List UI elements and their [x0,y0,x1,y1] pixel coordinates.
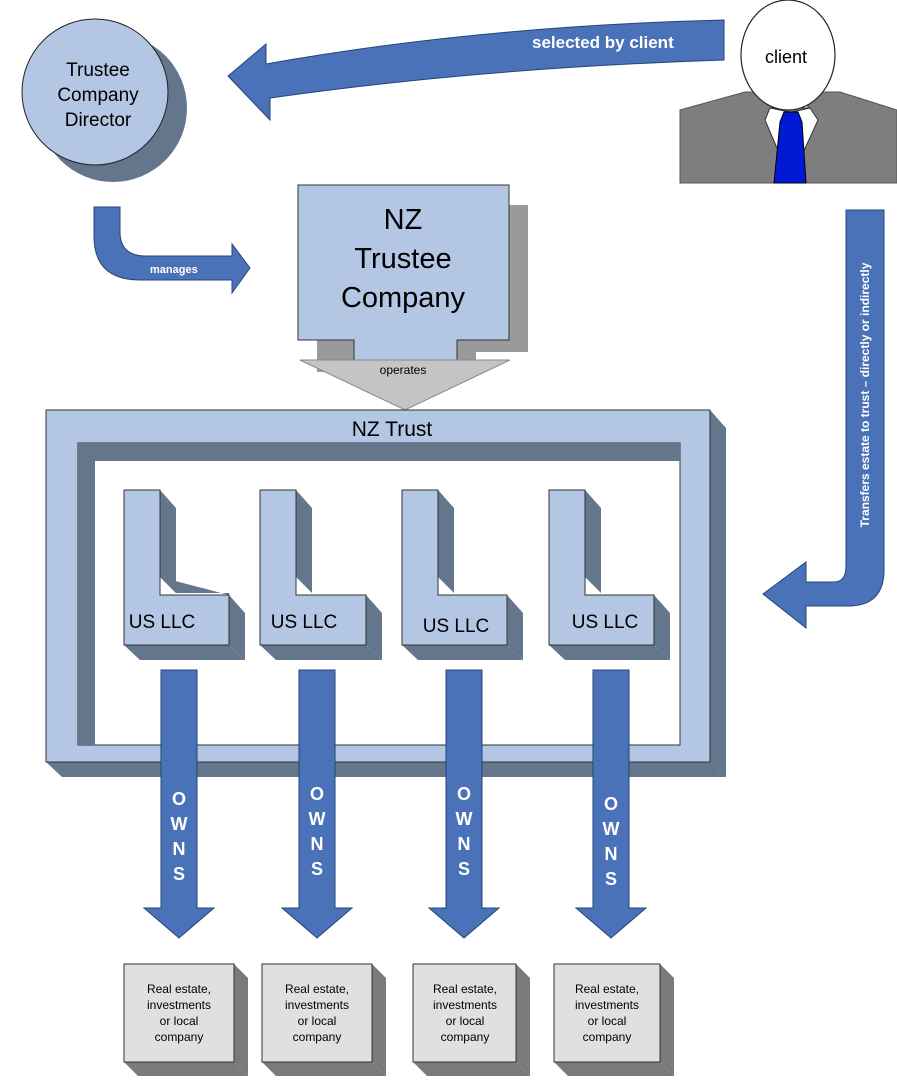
svg-text:O: O [457,784,471,804]
asset-node: Real estate, investments or local compan… [553,963,674,1076]
asset-node: Real estate, investments or local compan… [261,963,386,1076]
svg-text:company: company [293,1030,342,1044]
operates-arrow: operates [299,359,511,411]
owns-arrow: O W N S [574,669,648,939]
svg-text:Real estate,: Real estate, [575,982,639,996]
svg-text:or local: or local [588,1014,627,1028]
svg-text:W: W [171,814,188,834]
trust-frame-depth-right [710,410,726,777]
client-head [740,0,836,111]
llc-label: US LLC [423,616,490,637]
svg-text:S: S [173,864,185,884]
svg-text:Real estate,: Real estate, [433,982,497,996]
director-label-line: Trustee [66,60,130,81]
svg-text:company: company [441,1030,490,1044]
tie-icon [773,111,807,184]
svg-text:S: S [458,859,470,879]
svg-text:N: N [173,839,186,859]
svg-text:O: O [172,789,186,809]
svg-text:investments: investments [575,998,639,1012]
owns-arrow: O W N S [142,669,216,939]
director-circle [21,18,169,166]
trust-label: NZ Trust [352,418,433,441]
svg-text:Real estate,: Real estate, [147,982,211,996]
nz-trustee-company-node: NZ Trustee Company [297,184,528,372]
svg-text:W: W [603,819,620,839]
owns-arrow: O W N S [427,669,501,939]
manages-arrow: manages [93,206,251,295]
llc-node: US LLC [401,489,523,660]
trustee-director-node: Trustee Company Director [21,18,187,182]
svg-text:W: W [309,809,326,829]
svg-text:or local: or local [160,1014,199,1028]
nz-trust-node: NZ Trust [45,409,726,777]
svg-text:or local: or local [298,1014,337,1028]
llc-node: US LLC [259,489,382,660]
selected-by-client-arrow: selected by client [227,19,725,122]
llc-node: US LLC [123,489,245,660]
owns-arrow: O W N S [280,669,354,939]
trustee-company-label-line: NZ [384,204,423,236]
svg-text:N: N [458,834,471,854]
svg-text:S: S [311,859,323,879]
asset-node: Real estate, investments or local compan… [412,963,530,1076]
operates-label: operates [380,363,427,377]
svg-text:O: O [310,784,324,804]
llc-label: US LLC [572,612,639,633]
manages-label: manages [150,264,198,276]
selected-by-client-label: selected by client [532,33,674,52]
svg-text:N: N [311,834,324,854]
svg-text:N: N [605,844,618,864]
client-label: client [765,47,807,67]
trustee-company-label-line: Trustee [354,243,451,275]
llc-label: US LLC [129,612,196,633]
svg-text:Real estate,: Real estate, [285,982,349,996]
director-label-line: Director [65,110,132,131]
llc-node: US LLC [548,489,670,660]
director-label-line: Company [57,85,139,106]
transfers-label: Transfers estate to trust – directly or … [858,262,872,527]
svg-text:S: S [605,869,617,889]
svg-text:or local: or local [446,1014,485,1028]
svg-text:company: company [155,1030,204,1044]
svg-text:investments: investments [433,998,497,1012]
svg-text:O: O [604,794,618,814]
trust-frame-depth-bottom [46,762,726,777]
llc-label: US LLC [271,612,338,633]
svg-text:investments: investments [147,998,211,1012]
svg-text:company: company [583,1030,632,1044]
svg-text:W: W [456,809,473,829]
asset-node: Real estate, investments or local compan… [123,963,248,1076]
client-figure: client [679,0,897,184]
trustee-company-label-line: Company [341,282,466,314]
svg-text:investments: investments [285,998,349,1012]
transfers-estate-arrow: Transfers estate to trust – directly or … [762,209,885,630]
